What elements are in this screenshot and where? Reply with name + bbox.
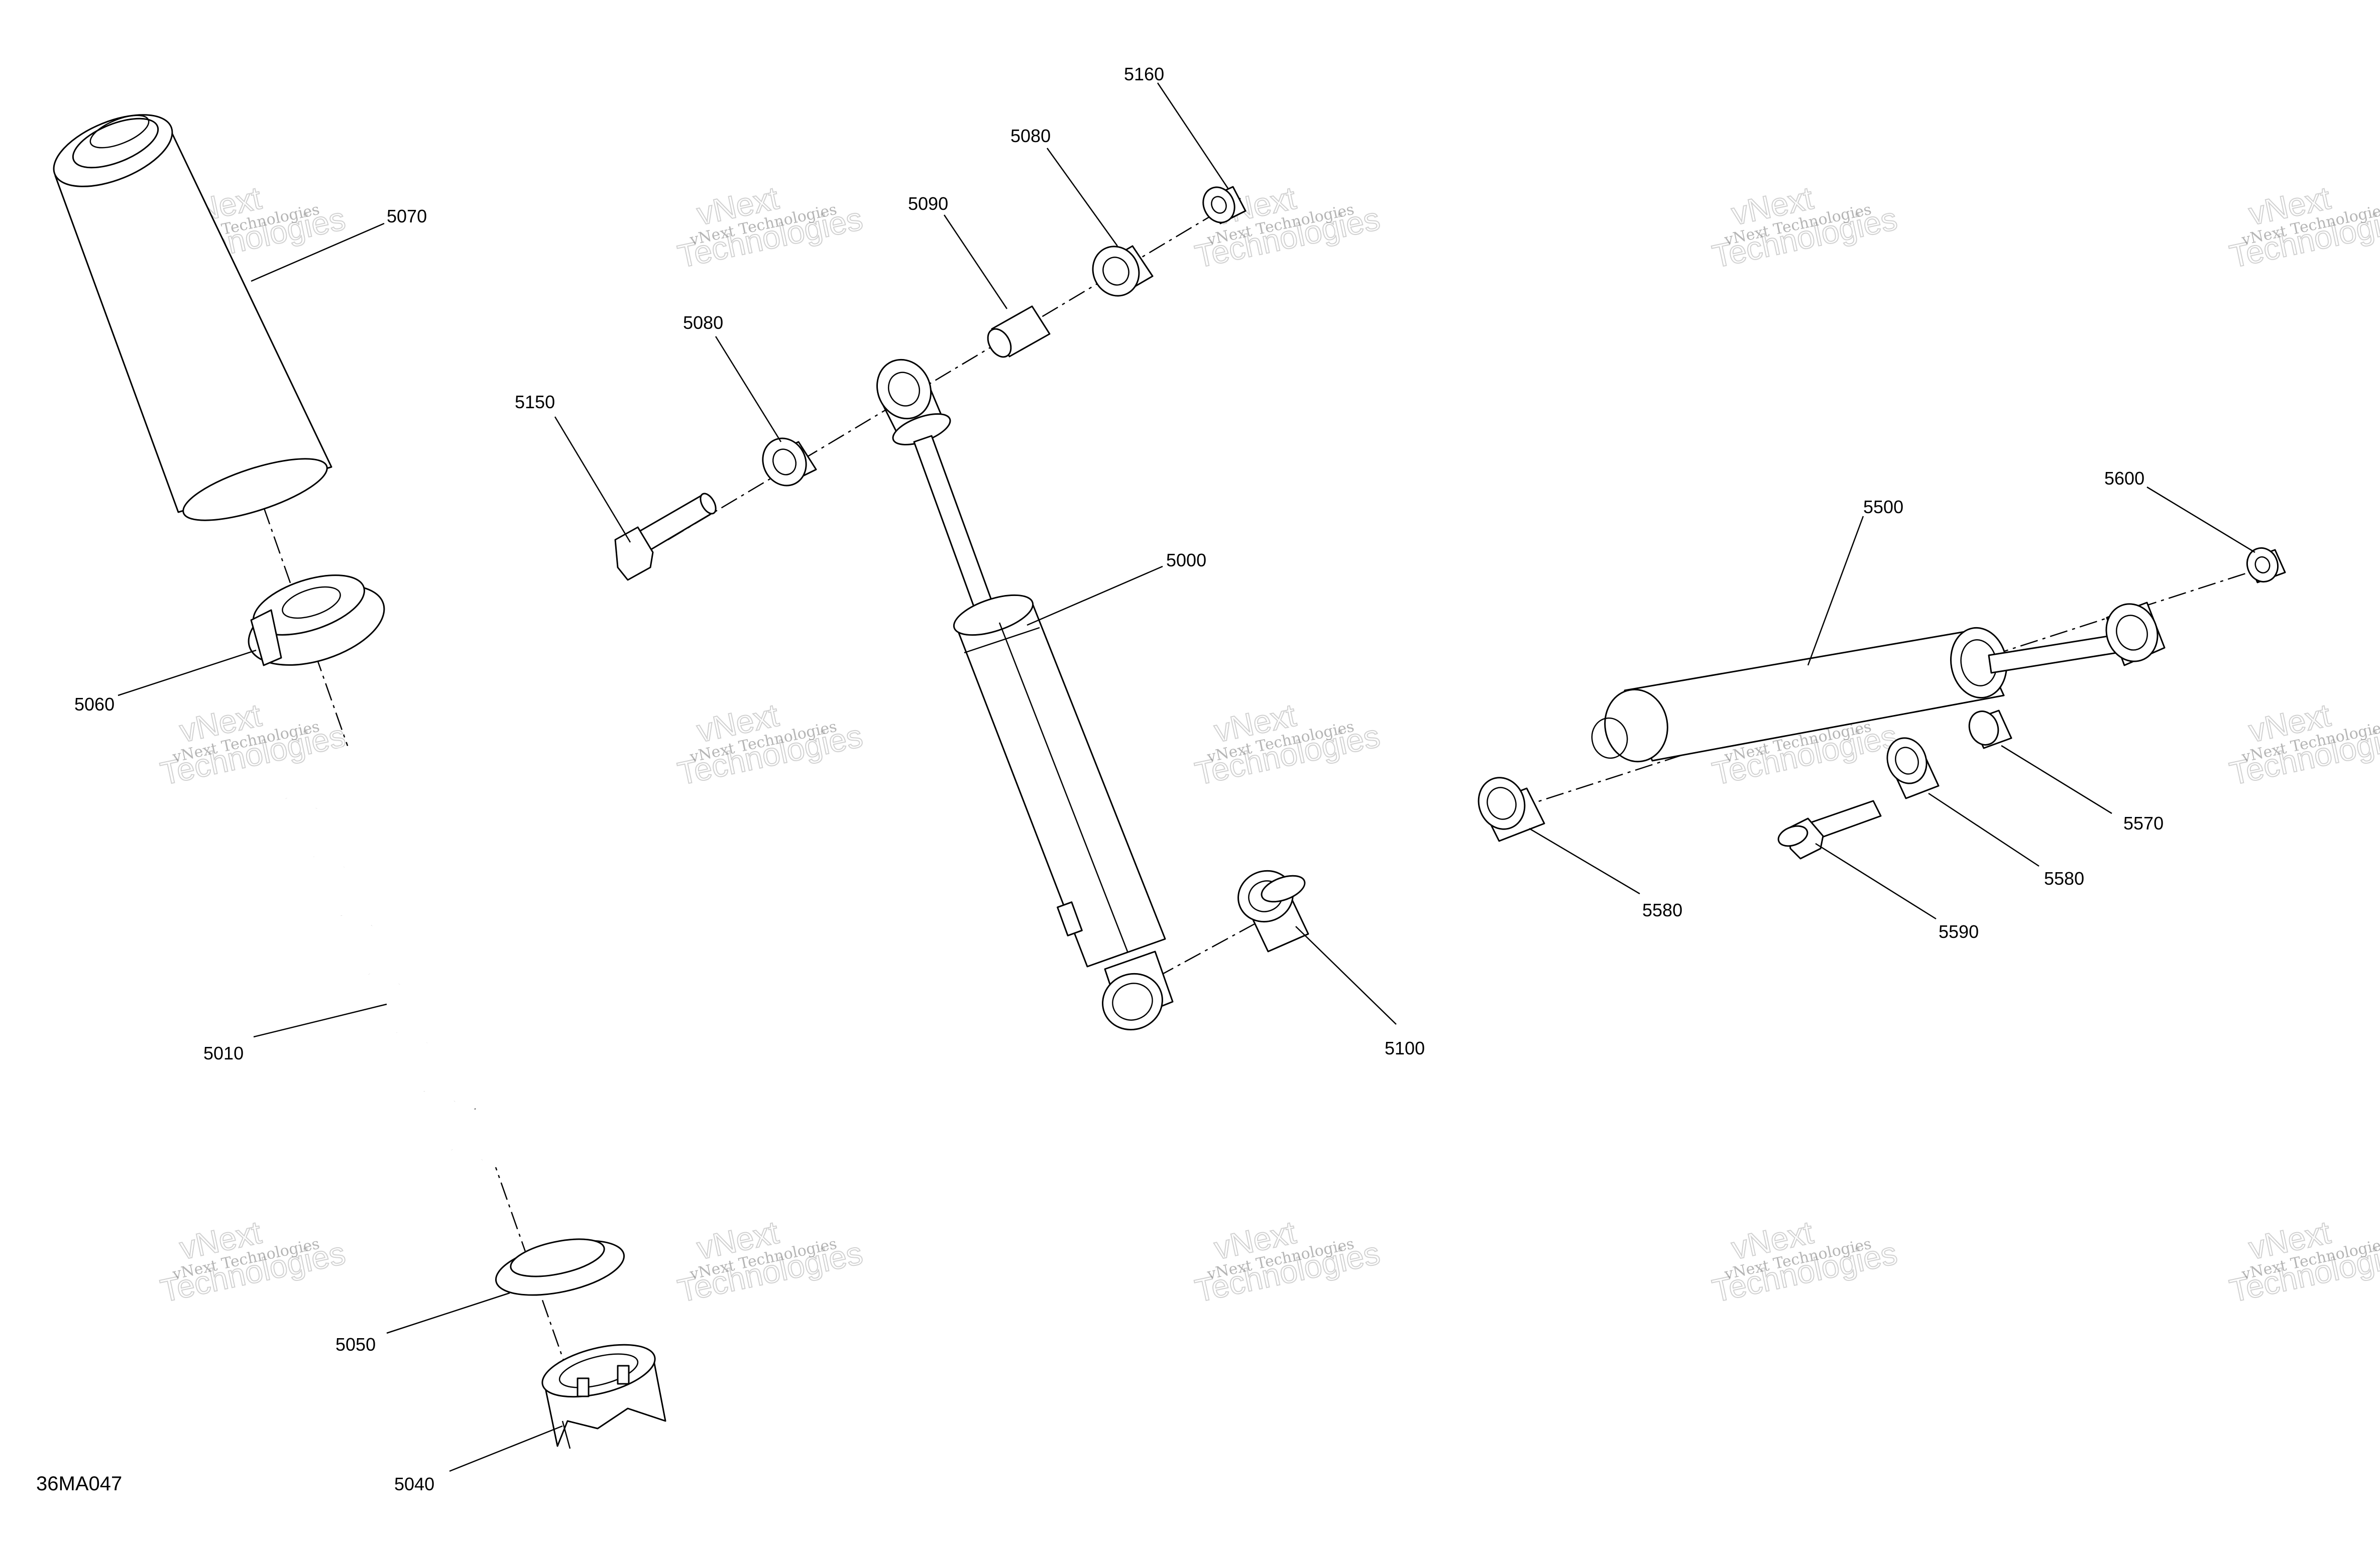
drawing-code: 36MA047 (36, 1473, 122, 1495)
callout-5580-right: 5580 (2044, 868, 2084, 889)
bolt-5590 (1777, 800, 1882, 860)
bushing-5580-right (1886, 737, 1940, 799)
adjuster-nut-5040 (541, 1344, 666, 1449)
leader-5590 (1815, 843, 1937, 920)
callout-5570: 5570 (2123, 813, 2164, 834)
leader-5580a (1529, 827, 1640, 895)
bushing-5080-left (762, 437, 817, 487)
leader-5070 (251, 222, 385, 282)
bolt-5150 (614, 493, 717, 581)
callout-5160: 5160 (1124, 64, 1164, 84)
washer-5570 (1968, 709, 2012, 749)
leader-5150 (554, 416, 631, 543)
callout-5080-left: 5080 (683, 312, 723, 333)
shock-absorber-5500 (1591, 602, 2166, 763)
callout-5150: 5150 (515, 392, 555, 412)
leader-5080a (715, 336, 782, 442)
leader-5100 (1295, 926, 1397, 1025)
leader-5050 (386, 1292, 510, 1334)
callout-5080-right: 5080 (1010, 126, 1051, 146)
boot-sleeve-5070 (53, 114, 332, 521)
callout-labels: 5070 5060 5010 5050 5040 5150 5080 5090 … (74, 64, 2164, 1494)
nut-5600 (2246, 547, 2286, 583)
leader-5060 (118, 649, 257, 696)
leader-5010 (253, 1003, 387, 1038)
callout-5580-left: 5580 (1642, 900, 1682, 920)
leader-5080b (1046, 148, 1118, 247)
bushing-5580-left (1478, 777, 1545, 842)
callout-5050: 5050 (335, 1334, 376, 1355)
bushing-5100 (1237, 870, 1309, 953)
leader-5090 (943, 214, 1008, 309)
lower-spring-seat-5050 (495, 1238, 625, 1296)
lower-mount-axis (1129, 913, 1274, 993)
leader-5570 (2001, 745, 2112, 814)
nut-5160 (1202, 186, 1246, 224)
callout-5010: 5010 (203, 1043, 244, 1063)
leader-5160 (1157, 82, 1229, 189)
shock-absorber-5000 (876, 359, 1174, 1031)
leader-5580b (1928, 792, 2039, 867)
leader-5040 (449, 1425, 563, 1472)
callout-5090: 5090 (908, 193, 948, 214)
callout-5040: 5040 (394, 1474, 434, 1494)
callout-5500: 5500 (1863, 497, 1903, 517)
right-assembly-axis (1516, 561, 2281, 809)
bushing-5080-right (1092, 245, 1154, 297)
callout-5100: 5100 (1385, 1038, 1425, 1058)
coil-spring-5010 (283, 739, 626, 1167)
upper-mount-axis (667, 197, 1241, 541)
leader-5600 (2146, 486, 2255, 553)
sleeve-5090 (987, 305, 1051, 358)
callout-5070: 5070 (387, 206, 427, 226)
callout-5590: 5590 (1939, 921, 1979, 942)
spring-coil-fill (448, 1090, 626, 1167)
leader-5500 (1807, 516, 1864, 666)
leader-lines (118, 82, 2255, 1472)
callout-5000: 5000 (1166, 550, 1206, 570)
callout-5060: 5060 (74, 694, 115, 715)
upper-spring-seat-5060 (248, 574, 385, 666)
leader-5000 (1027, 565, 1163, 626)
callout-5600: 5600 (2104, 468, 2144, 489)
